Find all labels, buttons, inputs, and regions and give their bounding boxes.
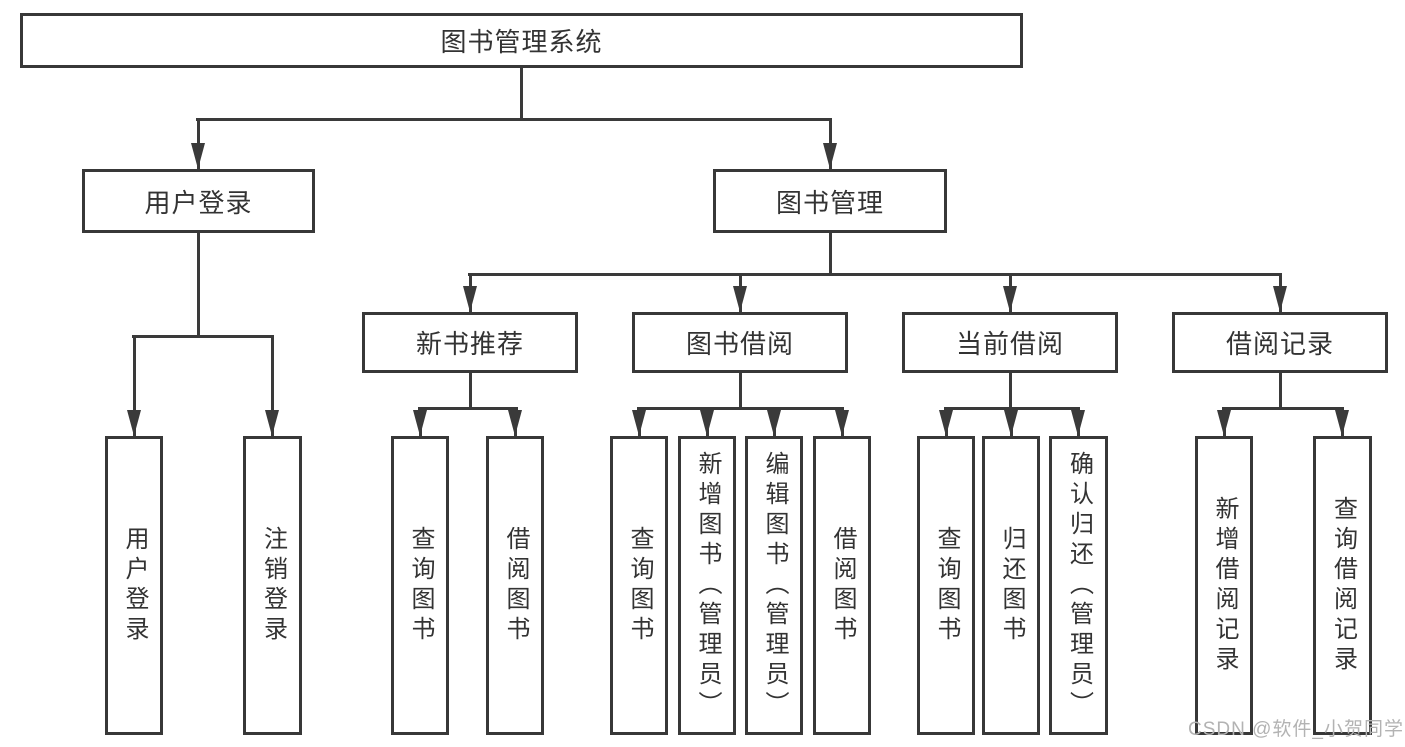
arrow-down-icon (463, 286, 477, 312)
node-borrow-records: 借阅记录 (1172, 312, 1388, 373)
node-new-book-recommend: 新书推荐 (362, 312, 578, 373)
arrow-down-icon (191, 143, 205, 169)
arrow-down-icon (413, 410, 427, 436)
leaf-logout: 注销登录 (243, 436, 302, 735)
leaf-query-books-current: 查询图书 (917, 436, 975, 735)
arrow-down-icon (508, 410, 522, 436)
connector-book-borrow-bar (637, 407, 844, 410)
leaf-borrow-books-recommend: 借阅图书 (486, 436, 544, 735)
connector-new-book-bar (418, 407, 518, 410)
leaf-edit-book-admin: 编辑图书（管理员） (745, 436, 803, 735)
arrow-down-icon (1217, 410, 1231, 436)
arrow-down-icon (733, 286, 747, 312)
node-user-login: 用户登录 (82, 169, 315, 233)
leaf-user-login: 用户登录 (105, 436, 163, 735)
leaf-query-borrow-record: 查询借阅记录 (1313, 436, 1372, 735)
connector-new-book-stem (469, 373, 472, 407)
csdn-watermark: CSDN @软件_小贺同学 (1188, 719, 1404, 740)
arrow-down-icon (1003, 286, 1017, 312)
arrow-down-icon (1273, 286, 1287, 312)
arrow-down-icon (1071, 410, 1085, 436)
connector-drop-logout-leaf (271, 335, 274, 436)
node-current-borrow: 当前借阅 (902, 312, 1118, 373)
connector-borrow-records-stem (1279, 373, 1282, 407)
leaf-query-books-borrow: 查询图书 (610, 436, 668, 735)
connector-root-stem (520, 68, 523, 119)
connector-user-login-bar (132, 335, 274, 338)
arrow-down-icon (835, 410, 849, 436)
connector-current-borrow-stem (1009, 373, 1012, 407)
leaf-add-borrow-record: 新增借阅记录 (1195, 436, 1253, 735)
arrow-down-icon (265, 410, 279, 436)
connector-book-borrow-stem (739, 373, 742, 407)
connector-book-mgmt-stem (829, 233, 832, 273)
arrow-down-icon (939, 410, 953, 436)
node-book-borrow: 图书借阅 (632, 312, 848, 373)
leaf-query-books-recommend: 查询图书 (391, 436, 449, 735)
connector-borrow-records-bar (1222, 407, 1344, 410)
leaf-borrow-books: 借阅图书 (813, 436, 871, 735)
node-book-management: 图书管理 (713, 169, 947, 233)
leaf-add-book-admin: 新增图书（管理员） (678, 436, 736, 735)
connector-book-mgmt-bar (468, 273, 1282, 276)
connector-drop-login-leaf (133, 335, 136, 436)
connector-root-bar (196, 118, 832, 121)
arrow-down-icon (823, 143, 837, 169)
arrow-down-icon (632, 410, 646, 436)
node-root: 图书管理系统 (20, 13, 1023, 68)
arrow-down-icon (767, 410, 781, 436)
arrow-down-icon (127, 410, 141, 436)
arrow-down-icon (1335, 410, 1349, 436)
arrow-down-icon (1004, 410, 1018, 436)
arrow-down-icon (700, 410, 714, 436)
leaf-return-books: 归还图书 (982, 436, 1040, 735)
connector-user-login-stem (197, 233, 200, 335)
leaf-confirm-return-admin: 确认归还（管理员） (1049, 436, 1108, 735)
